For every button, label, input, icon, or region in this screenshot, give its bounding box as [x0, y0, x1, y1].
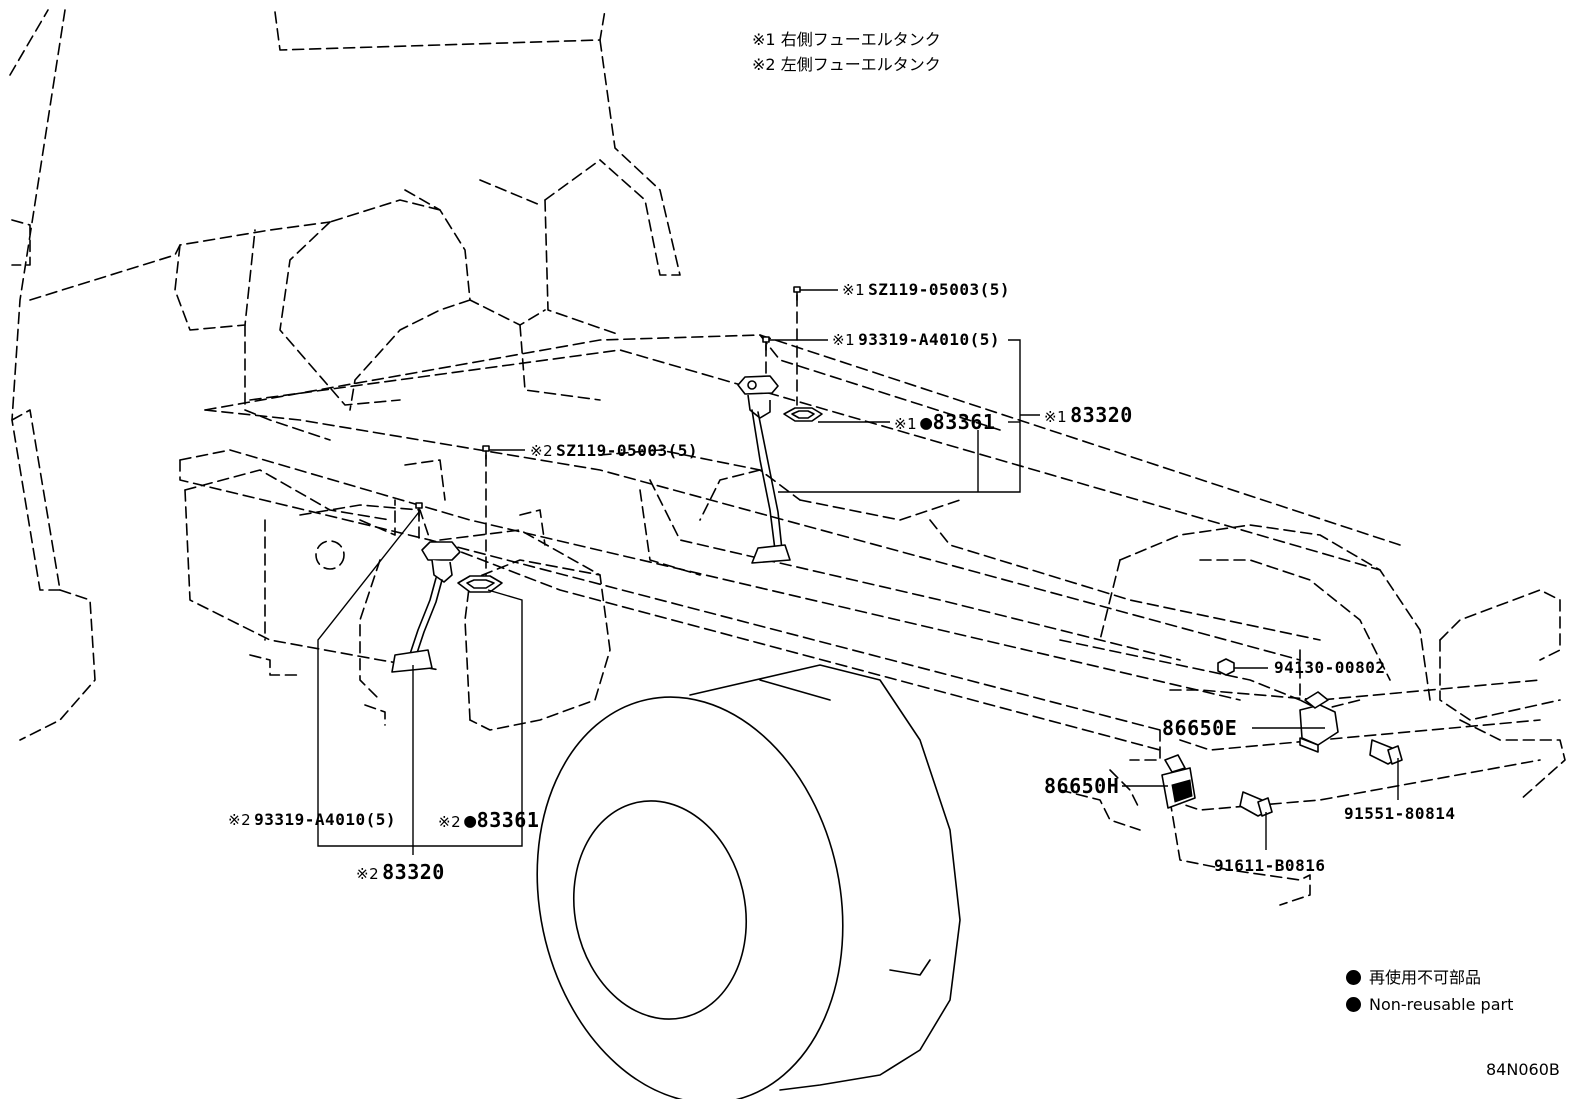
callout-marker: ※2: [228, 811, 252, 829]
callout-marker: ※2: [530, 442, 554, 460]
callout-marker: ※1: [894, 415, 918, 433]
callout-bolt-a[interactable]: 91551-80814: [1344, 806, 1455, 822]
callout-part-number: 83361: [932, 410, 996, 434]
right-fuel-sender-gauge: [737, 286, 823, 564]
legend-text: 再使用不可部品: [1369, 968, 1482, 987]
callout-marker: ※1: [832, 331, 856, 349]
chassis-frame: [179, 334, 1401, 761]
legend-jp: 再使用不可部品: [1346, 970, 1481, 986]
callout-left-gasket[interactable]: ※2●83361: [438, 810, 539, 830]
callout-part-number: 93319-A4010(5): [858, 330, 1000, 349]
callout-part-number: 86650H: [1044, 774, 1120, 798]
cab-outline: [9, 9, 681, 741]
header-note-marker: ※1: [752, 30, 776, 49]
callout-part-number: 91551-80814: [1344, 804, 1456, 823]
rear-wheel: [1099, 524, 1566, 801]
non-reusable-bullet: ●: [920, 410, 933, 434]
legend-bullet: [1346, 997, 1361, 1012]
bolt-91551-shape: [1369, 739, 1403, 765]
header-note-marker: ※2: [752, 55, 776, 74]
callout-part-number: 83320: [382, 860, 445, 884]
callout-marker: ※1: [842, 281, 866, 299]
callout-part-number: SZ119-05003(5): [556, 441, 698, 460]
front-wheel: [536, 664, 961, 1099]
non-reusable-bullet: ●: [464, 808, 477, 832]
header-note-text: 右側フューエルタンク: [780, 30, 941, 49]
header-note-right-tank: ※1 右側フューエルタンク: [752, 32, 941, 48]
callout-nut[interactable]: 94130-00802: [1274, 660, 1385, 676]
callout-part-number: 86650E: [1162, 716, 1238, 740]
callout-right-gasket[interactable]: ※1●83361: [894, 412, 995, 432]
leader-lines: [317, 289, 1399, 855]
callout-bolt-b[interactable]: 91611-B0816: [1214, 858, 1325, 874]
callout-marker: ※1: [1044, 408, 1068, 426]
figure-id: 84N060B: [1486, 1060, 1560, 1079]
left-fuel-tank: [184, 459, 611, 731]
callout-part-number: 94130-00802: [1274, 658, 1386, 677]
callout-part-number: 93319-A4010(5): [254, 810, 396, 829]
legend-text: Non-reusable part: [1369, 995, 1514, 1014]
header-note-left-tank: ※2 左側フューエルタンク: [752, 57, 941, 73]
callout-marker: ※2: [438, 813, 462, 831]
callout-part-number: 83361: [476, 808, 540, 832]
callout-part-number: 83320: [1070, 403, 1133, 427]
callout-marker: ※2: [356, 865, 380, 883]
callout-sensor-h[interactable]: 86650H: [1044, 776, 1119, 796]
callout-sensor-e[interactable]: 86650E: [1162, 718, 1237, 738]
bolt-91611-shape: [1239, 791, 1273, 817]
legend-en: Non-reusable part: [1346, 997, 1513, 1013]
nut-94130-shape: [1217, 658, 1235, 676]
header-note-text: 左側フューエルタンク: [780, 55, 941, 74]
callout-part-number: SZ119-05003(5): [868, 280, 1010, 299]
legend-bullet: [1346, 970, 1361, 985]
callout-part-number: 91611-B0816: [1214, 856, 1326, 875]
sensor-86650e-shape: [1299, 691, 1339, 753]
right-fuel-tank: [599, 449, 961, 576]
sensor-86650h-shape: [1161, 754, 1196, 809]
left-fuel-sender-gauge: [391, 445, 503, 673]
